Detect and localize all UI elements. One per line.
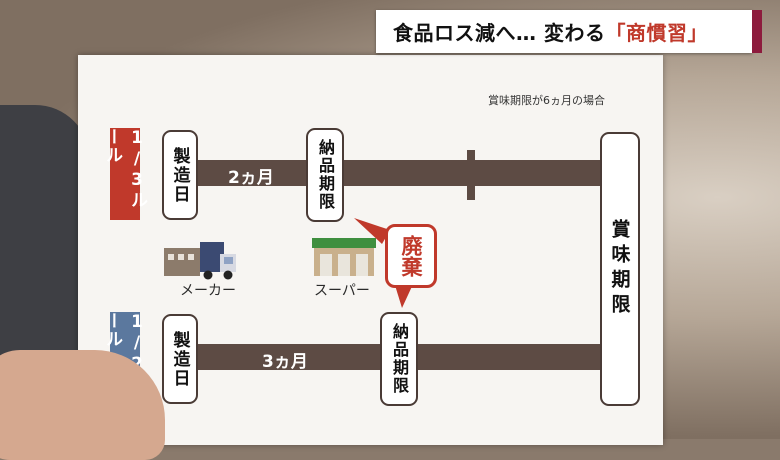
condition-note: 賞味期限が6ヵ月の場合: [488, 94, 605, 107]
duration-three-months: 3ヵ月: [262, 352, 308, 372]
supermarket-label: スーパー: [314, 283, 370, 299]
caption-text: 食品ロス減へ… 変わる: [393, 21, 606, 45]
presenter-hand: [0, 350, 165, 460]
news-caption: 食品ロス減へ… 変わる 「商慣習」: [376, 10, 752, 53]
timeline-tick: [467, 150, 475, 200]
bubble-pointer-up: [354, 218, 390, 244]
timeline-one-third: [196, 160, 606, 186]
manufacture-date-box-top: 製造日: [162, 130, 198, 220]
delivery-deadline-box-bottom: 納品期限: [380, 312, 418, 406]
maker-label: メーカー: [180, 283, 236, 299]
bubble-pointer-down: [394, 282, 414, 308]
factory-truck-icon: [164, 242, 236, 280]
caption-accent-bar: [752, 10, 762, 53]
delivery-deadline-box-top: 納品期限: [306, 128, 344, 222]
rule-tag-one-third: 1/3ルール: [102, 128, 147, 220]
caption-highlight: 「商慣習」: [605, 21, 708, 45]
expiry-date-box: 賞味期限: [600, 132, 640, 406]
supermarket-icon: [312, 238, 376, 276]
duration-two-months: 2ヵ月: [228, 168, 274, 188]
manufacture-date-box-bottom: 製造日: [162, 314, 198, 404]
discard-bubble: 廃棄: [385, 224, 437, 288]
